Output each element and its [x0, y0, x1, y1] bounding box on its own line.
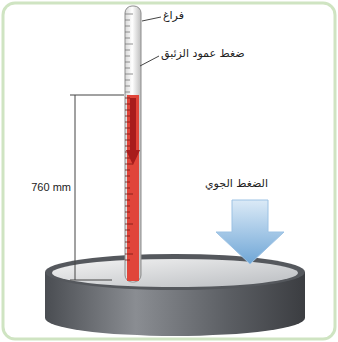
scale-tick: [125, 158, 130, 159]
scale-tick: [125, 122, 130, 123]
scale-tick: [125, 200, 130, 201]
dish-rim: [45, 254, 305, 290]
scale-tick: [125, 260, 130, 261]
scale-tick: [125, 80, 130, 81]
scale-tick: [125, 170, 130, 171]
scale-tick: [125, 224, 133, 225]
atmospheric-pressure-arrow: [216, 200, 284, 264]
scale-tick: [125, 38, 130, 39]
scale-tick: [125, 62, 130, 63]
dimension-line: [75, 95, 76, 280]
card-frame: [3, 3, 335, 339]
scale-tick: [125, 116, 130, 117]
scale-tick: [125, 188, 130, 189]
scale-tick: [125, 50, 130, 51]
scale-tick: [125, 218, 130, 219]
scale-tick: [125, 248, 130, 249]
column-pressure-label: ضغط عمود الزئبق: [161, 47, 245, 60]
leader-line: [140, 56, 159, 66]
column-pressure-arrow: [126, 98, 140, 165]
scale-tick: [125, 254, 133, 255]
scale-tick: [125, 230, 130, 231]
mercury-surface: [52, 259, 298, 287]
scale-tick: [125, 74, 133, 75]
scale-tick: [125, 110, 130, 111]
scale-tick: [125, 206, 130, 207]
scale-tick: [125, 194, 133, 195]
scale-tick: [125, 128, 130, 129]
scale-tick: [125, 26, 130, 27]
scale-tick: [125, 92, 130, 93]
vacuum-label: فراغ: [163, 9, 184, 22]
scale-tick: [125, 68, 130, 69]
scale-tick: [125, 56, 130, 57]
scale-tick: [125, 14, 133, 15]
dimension-tick: [70, 95, 124, 96]
scale-tick: [125, 86, 130, 87]
dimension-tick: [70, 280, 112, 281]
scale-tick: [125, 98, 130, 99]
scale-tick: [125, 146, 130, 147]
scale-tick: [125, 32, 130, 33]
scale-tick: [125, 182, 130, 183]
scale-tick: [125, 236, 130, 237]
scale-tick: [125, 20, 130, 21]
dimension-label: 760 mm: [31, 181, 71, 194]
scale-tick: [125, 212, 130, 213]
scale-tick: [125, 44, 133, 45]
leader-line: [142, 17, 161, 21]
scale-tick: [125, 164, 133, 165]
atmospheric-pressure-label: الضغط الجوي: [205, 177, 268, 190]
scale-tick: [125, 176, 130, 177]
scale-tick: [125, 140, 130, 141]
scale-tick: [125, 242, 130, 243]
glass-tube: [125, 6, 141, 282]
